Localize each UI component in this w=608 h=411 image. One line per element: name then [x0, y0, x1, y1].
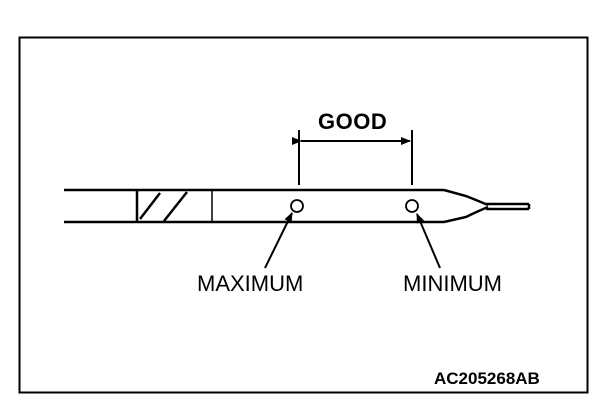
figure-frame — [18, 36, 589, 394]
figure-code: AC205268AB — [434, 369, 540, 388]
hatched-section — [135, 190, 213, 222]
good-range-label: GOOD — [318, 109, 388, 134]
maximum-mark — [290, 199, 304, 213]
minimum-leader-arrow — [416, 213, 441, 269]
range-indicator — [292, 130, 413, 185]
dipstick-blade — [64, 188, 531, 224]
maximum-leader-arrow — [264, 212, 293, 269]
minimum-label: MINIMUM — [403, 271, 502, 296]
maximum-label: MAXIMUM — [197, 271, 304, 296]
minimum-mark — [405, 199, 419, 213]
